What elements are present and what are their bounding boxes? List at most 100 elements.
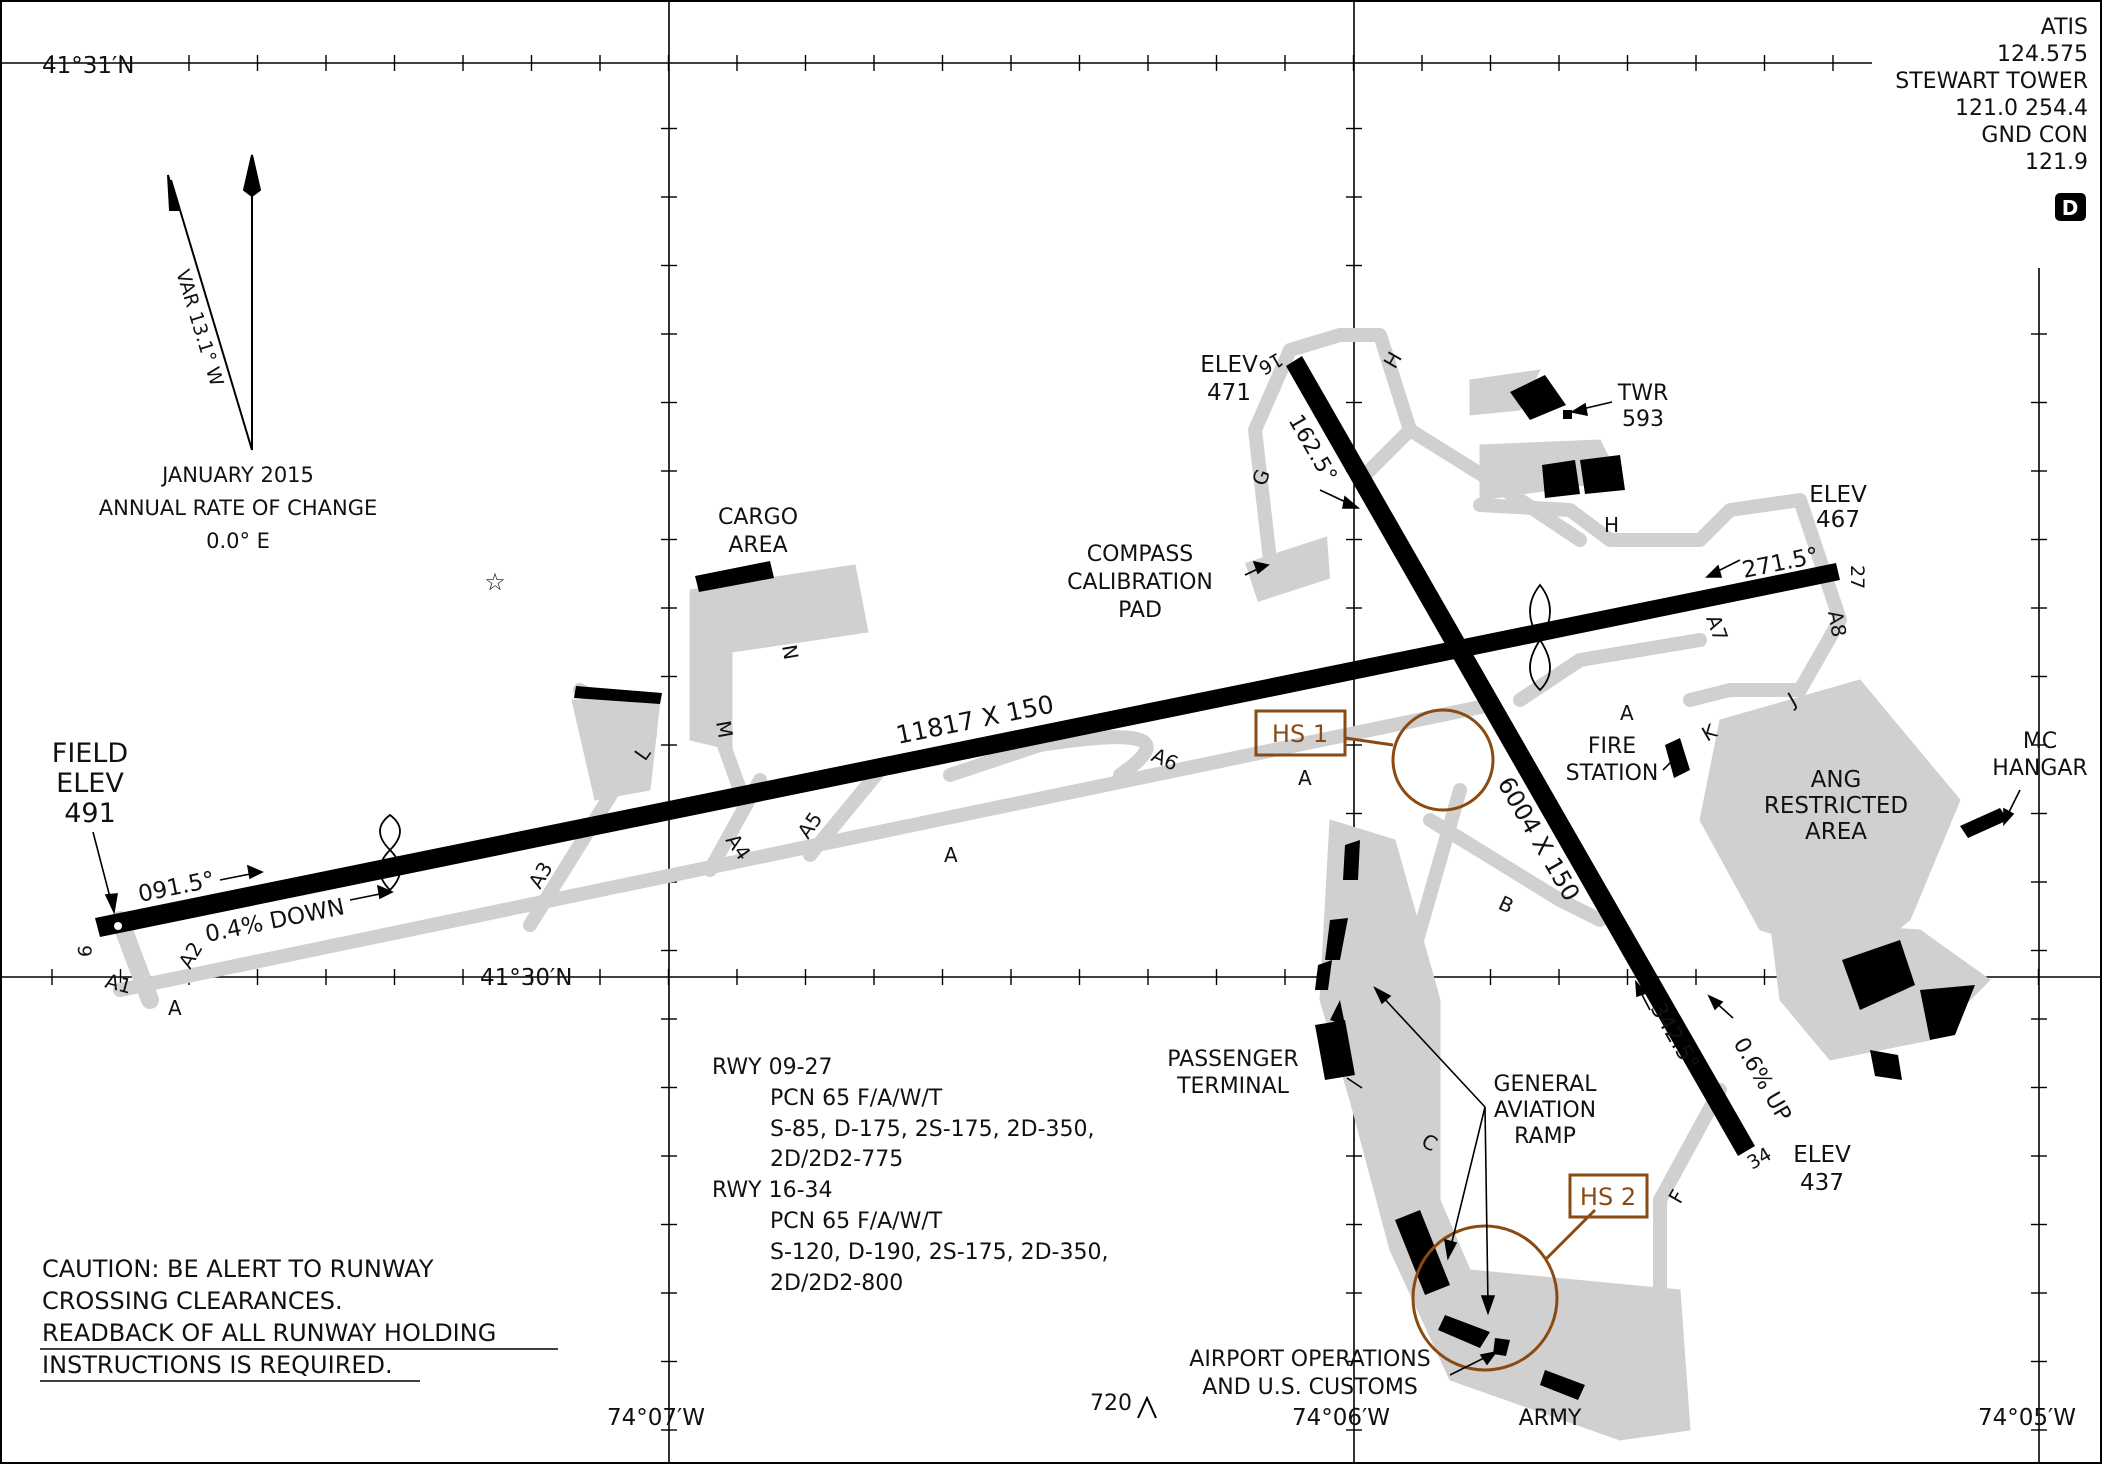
airspace-badge-bg [2055,193,2086,221]
lat-mid-label: 41°30′N [480,965,572,991]
taxiway-A-ne: A [1620,701,1634,725]
north-arrows [167,154,262,451]
caution-line-1: CAUTION: BE ALERT TO RUNWAY [42,1255,434,1283]
hotspot-2-circle [1411,1224,1559,1372]
lon-mid-label: 74°06′W [1292,1405,1390,1431]
taxiway-A-east: A [1298,766,1312,790]
wind-indicators: ☆ [379,568,1551,892]
fire-station-label-1: FIRE [1588,734,1636,759]
taxiway-H: H [1604,513,1619,537]
army-label: ARMY [1519,1406,1582,1431]
runway-27-elev: 467 [1816,507,1860,533]
leader-lines [92,401,2021,1376]
mc-hangar-label-1: MC [2023,729,2057,754]
atis-label: ATIS [2041,15,2088,40]
tower-label: TWR [1617,381,1668,406]
magnetic-variation: VAR 13.1° W [171,267,227,389]
ga-ramp-label-2: AVIATION [1494,1098,1596,1123]
magnetic-epoch: JANUARY 2015 [160,463,314,487]
pavement-data: RWY 09-27 PCN 65 F/A/W/T S-85, D-175, 2S… [712,1055,1108,1296]
hotspot-1-label: HS 1 [1272,720,1328,748]
cargo-label-1: CARGO [718,505,798,530]
tower-label: STEWART TOWER [1895,69,2088,94]
runway-27-end: 27 [1846,565,1868,589]
ga-ramp-label-3: RAMP [1514,1124,1576,1149]
compass-label-3: PAD [1118,598,1162,623]
field-elev-value: 491 [64,798,116,829]
ang-label-2: RESTRICTED [1764,793,1908,819]
obstacle-icon [1137,1395,1157,1419]
runway-34-elev-label: ELEV [1793,1142,1851,1168]
ga-ramp-label-1: GENERAL [1493,1072,1597,1097]
runway-16-34 [1286,356,1755,1156]
pavement-rwy2-title: RWY 16-34 [712,1178,833,1203]
taxiway-A-mid: A [944,843,958,867]
hotspot-1-circle [1391,708,1495,812]
ops-label-2: AND U.S. CUSTOMS [1202,1375,1418,1400]
field-label: FIELD [52,738,128,769]
pavement-rwy2-line1: S-120, D-190, 2S-175, 2D-350, [770,1240,1108,1265]
runway-27-elev-label: ELEV [1809,482,1867,508]
runway-9-end: 9 [73,945,95,957]
caution-line-3: READBACK OF ALL RUNWAY HOLDING [42,1319,496,1347]
pavement-rwy1-title: RWY 09-27 [712,1055,833,1080]
taxiway-A-south: A [168,996,182,1020]
tower-freq: 121.0 254.4 [1955,96,2088,121]
taxiway-M: M [711,719,738,740]
ground-freq: 121.9 [2025,150,2088,175]
taxiway-F: F [1664,1186,1691,1208]
lat-top-label: 41°31′N [42,53,134,79]
airspace-badge: D [2062,196,2079,220]
mc-hangar-label-2: HANGAR [1992,756,2087,781]
taxiway-A8: A8 [1823,609,1851,639]
terminal-label-1: PASSENGER [1167,1047,1298,1072]
runway-9-27 [95,563,1840,937]
compass-label-1: COMPASS [1087,542,1194,567]
caution-line-4: INSTRUCTIONS IS REQUIRED. [42,1351,393,1379]
ang-label-3: AREA [1805,819,1867,845]
runway-16-elev-label: ELEV [1200,352,1258,378]
pavement-rwy2-line2: 2D/2D2-800 [770,1271,903,1296]
buildings [574,375,2008,1400]
atis-freq: 124.575 [1997,42,2088,67]
terminal-label-2: TERMINAL [1176,1074,1290,1099]
fire-station-label-2: STATION [1566,761,1659,786]
runway-34-elev: 437 [1800,1170,1844,1196]
taxiway-H-north: H [1379,347,1407,372]
facility-labels: TWR 593 CARGO AREA COMPASS CALIBRATION P… [718,381,2088,1431]
runway-34-slope: 0.6% UP [1728,1034,1796,1126]
obstacle-height: 720 [1090,1391,1132,1416]
caution-line-2: CROSSING CLEARANCES. [42,1287,343,1315]
hotspot-1-box [1254,709,1347,757]
lon-right-label: 74°05′W [1978,1405,2076,1431]
magnetic-rate-value: 0.0° E [206,529,270,553]
hotspot-2-label: HS 2 [1580,1183,1636,1211]
hotspot-2-box [1568,1173,1649,1219]
taxiway-N: N [777,643,803,662]
caution-notes: CAUTION: BE ALERT TO RUNWAY CROSSING CLE… [40,1255,558,1382]
ops-label-1: AIRPORT OPERATIONS [1189,1347,1430,1372]
runway-16-elev: 471 [1207,380,1251,406]
ang-label-1: ANG [1811,767,1862,793]
ground-label: GND CON [1981,123,2088,148]
pavement-rwy1-line1: S-85, D-175, 2S-175, 2D-350, [770,1117,1094,1142]
pavement-rwy1-line2: 2D/2D2-775 [770,1147,903,1172]
lon-left-label: 74°07′W [607,1405,705,1431]
runways [95,356,1840,1156]
frequency-block: ATIS 124.575 STEWART TOWER 121.0 254.4 G… [1895,15,2088,221]
runway-34-heading: 342.5° [1645,999,1704,1076]
taxiway-G: G [1247,466,1275,489]
tower-elevation: 593 [1622,407,1664,432]
field-elev-label: ELEV [56,768,124,799]
pavement-rwy2-pcn: PCN 65 F/A/W/T [770,1209,943,1234]
tower-building [1510,375,1566,420]
pavement-rwy1-pcn: PCN 65 F/A/W/T [770,1086,943,1111]
magnetic-rate-label: ANNUAL RATE OF CHANGE [99,496,378,520]
compass-label-2: CALIBRATION [1067,570,1213,595]
hotspots [1254,708,1649,1372]
cargo-label-2: AREA [728,533,787,558]
taxiway-B: B [1495,891,1518,919]
